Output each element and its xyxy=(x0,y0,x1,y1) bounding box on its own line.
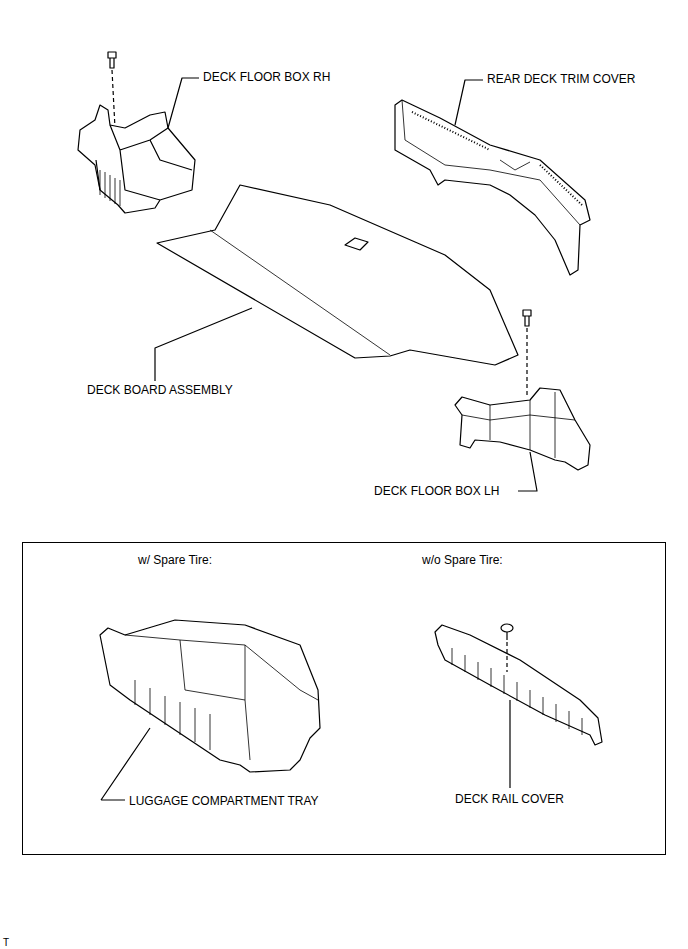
install-line xyxy=(506,642,507,672)
leader-line xyxy=(518,452,537,491)
leader-line xyxy=(101,728,150,800)
part-ribs xyxy=(100,170,120,206)
bolt xyxy=(523,310,531,326)
leader-line xyxy=(509,700,510,788)
leader-line xyxy=(455,80,483,125)
part-detail xyxy=(462,392,575,458)
leader-line xyxy=(168,78,199,128)
part-name: LUGGAGE COMPARTMENT TRAY xyxy=(129,794,319,808)
part-ribs xyxy=(452,648,582,735)
variant-heading: w/o Spare Tire: xyxy=(422,553,503,567)
deck-floor-box-rh xyxy=(78,105,195,213)
leader-line xyxy=(155,308,252,381)
luggage-compartment-tray xyxy=(100,620,320,772)
clip-stem xyxy=(506,632,507,640)
part-name: DECK FLOOR BOX RH xyxy=(203,70,330,84)
part-detail xyxy=(210,230,390,355)
deck-rail-cover xyxy=(435,625,602,745)
part-detail xyxy=(125,635,318,760)
install-line xyxy=(526,328,527,398)
part-detail xyxy=(402,100,580,225)
part-texture xyxy=(412,112,582,205)
deck-floor-box-lh xyxy=(455,388,590,470)
figure-code: T xyxy=(3,936,9,949)
clip xyxy=(501,624,513,632)
part-name: DECK RAIL COVER xyxy=(455,792,564,806)
part-ribs xyxy=(135,680,210,750)
board-handle xyxy=(345,238,368,250)
deck-board-assembly xyxy=(157,185,518,365)
part-name: REAR DECK TRIM COVER xyxy=(487,72,635,86)
install-line xyxy=(112,70,115,128)
option-frame: w/ Spare Tire: w/o Spare Tire: LUGGAGE COM… xyxy=(22,542,666,855)
part-name: DECK FLOOR BOX LH xyxy=(374,484,499,498)
bolt xyxy=(108,52,116,68)
variant-heading: w/ Spare Tire: xyxy=(138,553,212,567)
part-name: DECK BOARD ASSEMBLY xyxy=(87,383,233,397)
